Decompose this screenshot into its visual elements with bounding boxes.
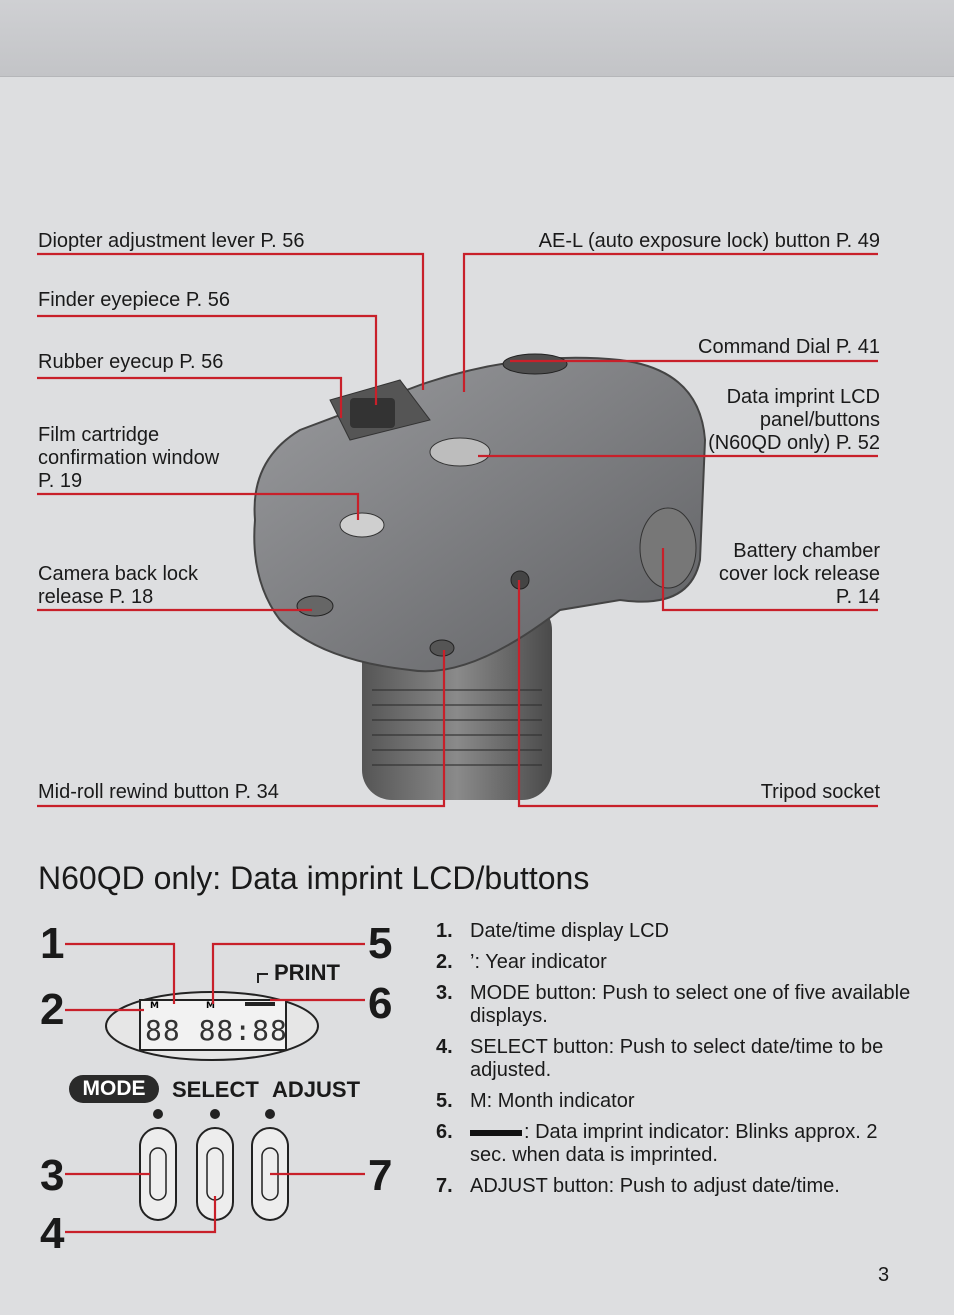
label-camera-back-line-2: release P. 18 (38, 586, 154, 608)
select-dot (210, 1109, 220, 1119)
label-data-imprint-line-1: Data imprint LCD (726, 386, 880, 408)
callout-number-4: 4 (40, 1209, 65, 1258)
label-diopter-adjustment-lever: Diopter adjustment lever P. 56 (38, 230, 305, 252)
data-imprint-panel-diagram: M M 88 88:88 (65, 942, 365, 1234)
label-mid-roll-rewind-button: Mid-roll rewind button P. 34 (38, 781, 279, 803)
header-band (0, 0, 954, 77)
month-indicator-small-2: M (206, 1001, 215, 1011)
month-indicator-small: M (150, 1001, 159, 1011)
label-camera-back-lock: Camera back lock release P. 18 (38, 563, 198, 609)
list-item: 2.’: Year indicator (436, 951, 607, 973)
label-ae-l-button: AE-L (auto exposure lock) button P. 49 (538, 230, 880, 252)
label-battery-line-2: cover lock release (718, 563, 880, 585)
label-command-dial: Command Dial P. 41 (698, 336, 880, 358)
camera-illustration (253, 353, 707, 800)
adjust-dot (265, 1109, 275, 1119)
mode-label: MODE (69, 1075, 159, 1103)
callout-number-2: 2 (40, 985, 65, 1034)
callout-number-1: 1 (40, 919, 65, 968)
imprint-indicator-bar (245, 1002, 275, 1006)
legend-list: 1.Date/time display LCD 2.’: Year indica… (436, 920, 916, 1206)
label-data-imprint-line-2: panel/buttons (759, 409, 880, 431)
select-label: SELECT (172, 1077, 259, 1102)
label-battery-line-3: P. 14 (835, 586, 880, 608)
label-camera-back-line-1: Camera back lock (38, 563, 199, 585)
label-data-imprint-line-3: (N60QD only) P. 52 (708, 432, 880, 454)
list-item: 5.M: Month indicator (436, 1090, 635, 1112)
label-battery-line-1: Battery chamber (733, 540, 880, 562)
callout-number-5: 5 (368, 919, 393, 968)
page-number: 3 (878, 1264, 890, 1286)
callout-number-6: 6 (368, 979, 393, 1028)
label-film-line-2: confirmation window (38, 447, 220, 469)
label-film-line-3: P. 19 (38, 470, 83, 492)
list-item: 7.ADJUST button: Push to adjust date/tim… (436, 1175, 840, 1197)
lcd-window (139, 999, 287, 1051)
label-film-line-1: Film cartridge (38, 424, 160, 446)
print-bracket (257, 973, 268, 983)
label-tripod-socket: Tripod socket (760, 781, 880, 803)
label-data-imprint-lcd: Data imprint LCD panel/buttons (N60QD on… (708, 386, 880, 455)
callout-number-7: 7 (368, 1151, 393, 1200)
adjust-label: ADJUST (272, 1077, 361, 1102)
label-finder-eyepiece: Finder eyepiece P. 56 (38, 289, 230, 311)
imprint-bar-icon (470, 1129, 522, 1136)
label-rubber-eyecup: Rubber eyecup P. 56 (38, 351, 224, 373)
print-label: PRINT (274, 960, 340, 985)
mode-dot (153, 1109, 163, 1119)
label-film-cartridge-window: Film cartridge confirmation window P. 19 (38, 424, 219, 493)
list-item: 6.: Data imprint indicator: Blinks appro… (436, 1121, 878, 1166)
section-heading: N60QD only: Data imprint LCD/buttons (38, 860, 590, 896)
callout-number-3: 3 (40, 1151, 65, 1200)
leader-lines (37, 252, 878, 808)
list-item: 4.SELECT button: Push to select date/tim… (436, 1036, 884, 1081)
list-item: 3.MODE button: Push to select one of fiv… (436, 982, 911, 1027)
label-battery-chamber: Battery chamber cover lock release P. 14 (719, 540, 880, 609)
lcd-digits: 88 88:88 (145, 1014, 288, 1047)
list-item: 1.Date/time display LCD (436, 920, 669, 942)
panel-leader-lines (65, 942, 365, 1234)
